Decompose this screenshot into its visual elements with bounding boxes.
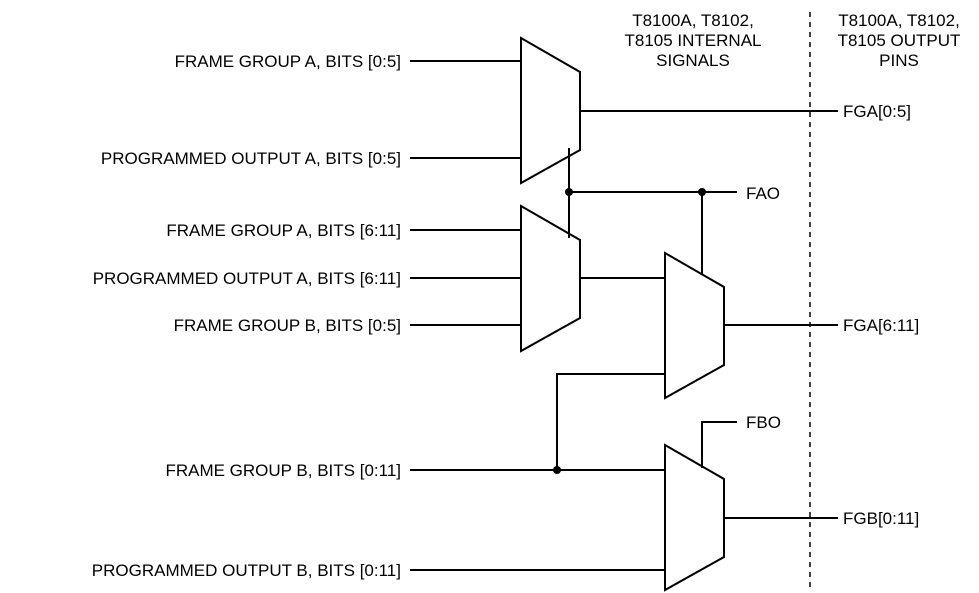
wire-fgb-branch-to-mux-a	[556, 373, 665, 470]
output-label-fga-0-5: FGA[0:5]	[843, 102, 911, 121]
junction-fao-left	[565, 188, 573, 196]
mux-fgb-0-11	[664, 443, 725, 592]
wire-fbo-select	[701, 421, 737, 468]
input-label-poa-0-5: PROGRAMMED OUTPUT A, BITS [0:5]	[101, 149, 401, 168]
output-label-fga-6-11: FGA[6:11]	[843, 316, 919, 335]
output-header-line-1: T8100A, T8102,	[838, 11, 960, 30]
output-header-line-3: PINS	[879, 51, 919, 70]
input-label-poa-6-11: PROGRAMMED OUTPUT A, BITS [6:11]	[93, 269, 401, 288]
internal-header-line-1: T8100A, T8102,	[632, 11, 754, 30]
fao-label: FAO	[746, 184, 780, 203]
input-label-fga-6-11: FRAME GROUP A, BITS [6:11]	[166, 221, 401, 240]
output-header-line-2: T8105 OUTPUT	[838, 31, 961, 50]
input-label-pob-0-11: PROGRAMMED OUTPUT B, BITS [0:11]	[92, 561, 401, 580]
output-pins-header: T8100A, T8102, T8105 OUTPUT PINS	[838, 11, 961, 70]
internal-header-line-3: SIGNALS	[656, 51, 730, 70]
input-label-fgb-0-11: FRAME GROUP B, BITS [0:11]	[165, 461, 401, 480]
mux-fga-6-11-second-stage	[664, 251, 725, 400]
output-label-fgb-0-11: FGB[0:11]	[843, 509, 919, 528]
junction-fgb	[553, 466, 561, 474]
fbo-label: FBO	[746, 413, 781, 432]
internal-header-line-2: T8105 INTERNAL	[625, 31, 762, 50]
junction-fao-right	[698, 188, 706, 196]
internal-signals-header: T8100A, T8102, T8105 INTERNAL SIGNALS	[625, 11, 762, 70]
mux-fga-6-11-first-stage	[520, 204, 581, 353]
input-label-fga-0-5: FRAME GROUP A, BITS [0:5]	[175, 52, 401, 71]
mux-fga-0-5	[520, 36, 581, 185]
input-label-fgb-0-5: FRAME GROUP B, BITS [0:5]	[174, 316, 401, 335]
